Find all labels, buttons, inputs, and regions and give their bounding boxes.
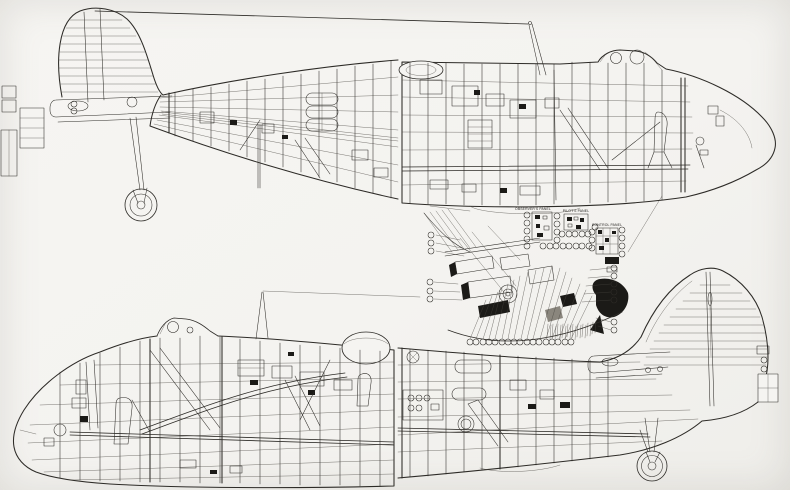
floor-line xyxy=(401,164,691,172)
observer-seat xyxy=(356,373,372,407)
leader-lines xyxy=(469,265,593,340)
tail-fin xyxy=(0,7,164,177)
cockpit-canopy xyxy=(156,317,219,337)
fuselage-outline xyxy=(401,49,776,208)
instrument-panel xyxy=(19,359,99,447)
iff-aerial xyxy=(627,195,663,253)
callout-rings-pilots-panel-row xyxy=(558,223,599,238)
armored-bulkhead xyxy=(680,77,686,193)
equipment-boxes xyxy=(139,347,353,474)
fuselage-top-outline xyxy=(397,336,642,363)
aerial-mast xyxy=(255,290,421,340)
airframe-frames xyxy=(59,335,381,487)
pilot-seat xyxy=(113,397,151,445)
view-rear-fuselage-tail-left xyxy=(0,7,529,222)
oxygen-bottles xyxy=(305,92,339,132)
callout-rings-control-panel xyxy=(588,226,626,258)
label-observers-panel: OBSERVER'S PANEL xyxy=(515,207,551,211)
tailplane xyxy=(587,351,671,379)
radio-equipment xyxy=(419,69,609,201)
view-forward-fuselage-nose-left xyxy=(13,290,421,489)
view-forward-fuselage-nose-right xyxy=(398,21,776,253)
observers-panel-diagram xyxy=(531,211,553,241)
observer-dome xyxy=(341,331,391,365)
tailwheel xyxy=(636,417,668,482)
stringers xyxy=(397,361,699,453)
dome-light xyxy=(126,96,138,108)
fuselage-top-outline xyxy=(162,59,399,96)
wing-root-ribs xyxy=(423,208,477,253)
control-runs xyxy=(397,427,651,438)
tail-fin xyxy=(640,267,779,407)
view-equipment-detail-inset: OBSERVER'S PANEL PILOT'S PANEL CONTROL P… xyxy=(423,207,629,346)
fuselage-bottom-outline xyxy=(397,401,759,479)
engine-mount-black xyxy=(590,278,629,334)
hatching xyxy=(546,320,597,341)
aerial-wire xyxy=(94,10,529,25)
cockpit-canopy xyxy=(599,49,663,71)
fuselage-outline xyxy=(13,335,395,489)
callout-rings-bottom-row xyxy=(466,338,575,346)
observer-dome xyxy=(398,60,444,80)
control-panel-diagram xyxy=(595,227,619,273)
airframe-frames xyxy=(409,348,609,478)
label-control-panel: CONTROL PANEL xyxy=(592,223,622,227)
floor-line xyxy=(69,431,395,446)
fuselage-bottom-outline xyxy=(149,94,399,200)
tailwheel xyxy=(124,116,158,222)
equipment-cluster xyxy=(433,225,629,342)
callout-rings-mid-row xyxy=(539,242,593,250)
aerial-wire xyxy=(262,290,421,298)
equipment-boxes xyxy=(199,111,389,189)
aerial-mast xyxy=(528,21,547,76)
label-pilots-panel: PILOT'S PANEL xyxy=(563,209,589,213)
equipment-boxes xyxy=(402,350,570,472)
pilots-panel-diagram xyxy=(563,213,589,231)
stringers xyxy=(401,79,694,186)
control-runs xyxy=(161,111,399,142)
stringers xyxy=(153,76,399,183)
callout-rings-right-column xyxy=(610,264,618,334)
pilot-seat xyxy=(611,105,753,169)
view-rear-fuselage-tail-right xyxy=(397,267,779,482)
airframe-frames xyxy=(174,60,392,199)
callout-rings-left-column xyxy=(426,231,435,303)
